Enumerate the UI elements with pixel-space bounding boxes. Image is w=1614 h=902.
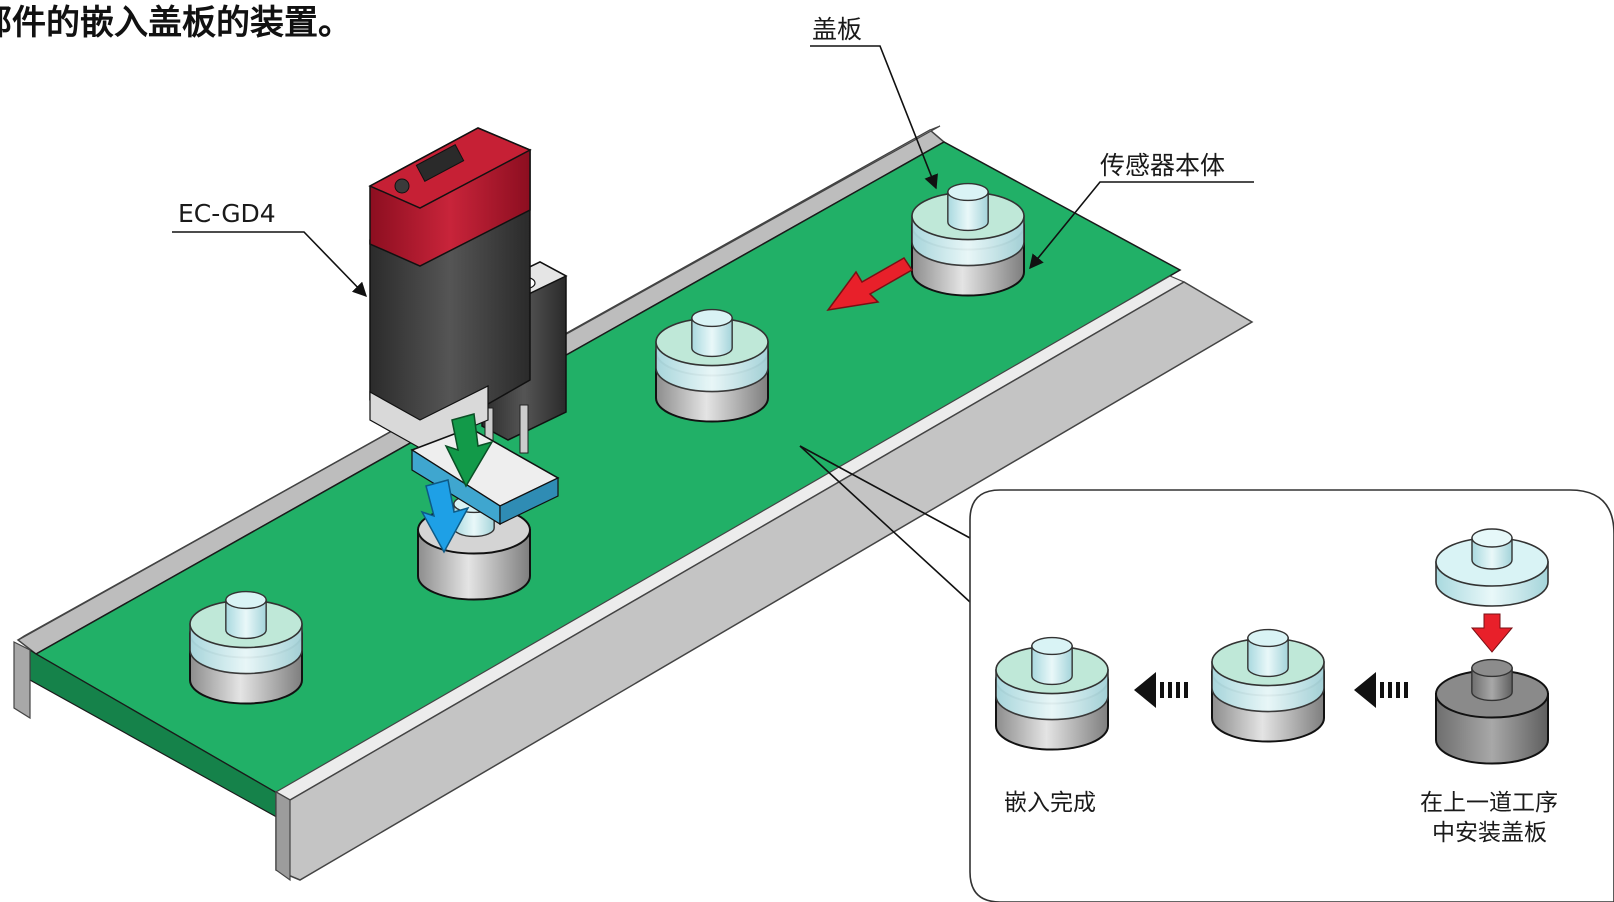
workpiece-with-cover (189, 590, 303, 705)
conveyor-front-rail-face (275, 790, 291, 882)
leader-zoom-1 (799, 445, 971, 539)
cover-floating (1435, 528, 1549, 607)
callout-workpieces (995, 528, 1549, 765)
workpiece-bare (1435, 658, 1549, 765)
label-sensor-body: 传感器本体 (1100, 151, 1225, 180)
sensor-lower (369, 385, 489, 449)
pressing-plate-front (499, 477, 559, 525)
double-arrow-left-icon (1354, 672, 1408, 708)
conveyor-back-rail-top (17, 125, 941, 641)
leader-model (172, 231, 368, 298)
workpiece-done (995, 636, 1109, 751)
label-prev-step-2: 中安装盖板 (1432, 820, 1547, 846)
label-cover: 盖板 (812, 15, 862, 44)
double-arrow-left-icon (1134, 672, 1188, 708)
leader-sensor-body (1029, 181, 1254, 270)
leader-cover (810, 45, 938, 190)
conveyor (13, 125, 1254, 882)
label-prev-step-1: 在上一道工序 (1420, 790, 1558, 816)
sensor-button-icon (394, 178, 410, 194)
page-title: 部件的嵌入盖板的装置。 (0, 3, 352, 43)
workpiece-with-cover (655, 308, 769, 423)
workpiece-cover-placed (1211, 628, 1325, 743)
arrow-down-green-icon (444, 413, 494, 488)
arrow-down-red-icon (1470, 613, 1514, 653)
sensor-display (415, 144, 465, 182)
workpieces (189, 182, 1025, 705)
zoom-callout: 嵌入完成 在上一道工序 中安装盖板 (969, 489, 1614, 902)
sensor-unit (368, 127, 568, 526)
leader-lines (172, 45, 1254, 603)
arrow-left-icon (826, 257, 914, 312)
label-done: 嵌入完成 (1004, 790, 1096, 816)
workpiece-with-cover (911, 182, 1025, 297)
arrow-down-blue-icon (420, 479, 470, 554)
label-model: EC-GD4 (178, 199, 276, 228)
guide-rod-right (519, 404, 529, 454)
conveyor-end-cap (13, 641, 31, 720)
leader-zoom-2 (799, 445, 971, 603)
